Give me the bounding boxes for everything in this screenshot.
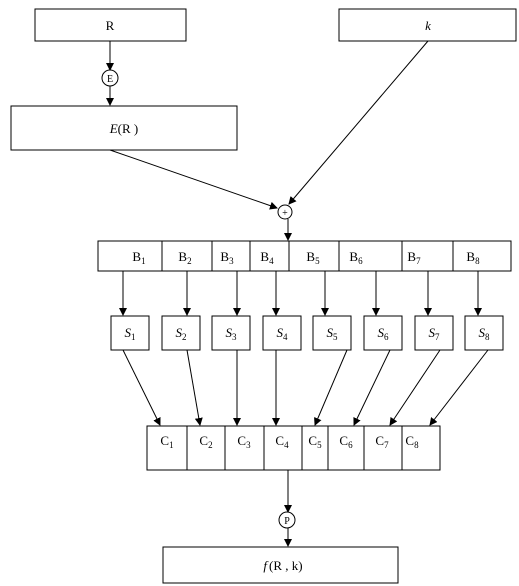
sbox-label: S7 xyxy=(429,325,441,342)
sbox xyxy=(363,315,403,351)
input-r-label: R xyxy=(106,18,115,33)
c-block-labels: C1 C2 C3 C4 C5 C6 C7 C8 xyxy=(160,433,419,450)
permutation-symbol: P xyxy=(284,516,290,527)
c-block-label: C3 xyxy=(237,433,251,450)
c-blocks-row xyxy=(146,425,441,471)
input-r-box xyxy=(34,8,187,42)
b-to-s-arrows xyxy=(119,271,482,316)
sbox xyxy=(161,315,201,351)
c-block-label: C5 xyxy=(308,433,322,450)
sbox xyxy=(414,315,454,351)
sbox-label: S2 xyxy=(176,325,187,342)
expanded-r-label: E(R ) xyxy=(109,121,139,136)
input-k-label: k xyxy=(425,18,431,33)
b-blocks-row xyxy=(97,240,512,272)
arrow-k-to-xor xyxy=(288,40,429,205)
sbox xyxy=(262,315,302,351)
b-block-label: B2 xyxy=(178,249,191,266)
sbox xyxy=(312,315,352,351)
arrow-er-to-xor xyxy=(109,149,278,210)
input-k-box xyxy=(338,8,517,42)
c-block-dividers xyxy=(186,426,403,470)
s-boxes: S1 S2 S3 S4 S5 S6 S7 S8 xyxy=(110,315,504,351)
arrow-s-to-c xyxy=(186,349,203,426)
permutation-circle xyxy=(278,511,296,529)
sbox xyxy=(211,315,251,351)
output-label: f(R , k) xyxy=(263,558,302,573)
b-block-dividers xyxy=(161,241,454,271)
b-block-labels: B1 B2 B3 B4 B5 B6 B7 B8 xyxy=(132,249,480,266)
sbox-label: S6 xyxy=(378,325,390,342)
expanded-r-box xyxy=(10,105,238,151)
sbox-label: S1 xyxy=(125,325,136,342)
sbox-label: S8 xyxy=(479,325,491,342)
c-block-label: C2 xyxy=(199,433,212,450)
b-block-label: B4 xyxy=(260,249,274,266)
arrow-s-to-c xyxy=(429,349,489,426)
arrow-s-to-c xyxy=(353,349,391,426)
b-block-label: B6 xyxy=(349,249,363,266)
c-block-label: C4 xyxy=(275,433,289,450)
c-block-label: C8 xyxy=(405,433,419,450)
sbox xyxy=(464,315,504,351)
c-block-label: C7 xyxy=(375,433,389,450)
b-block-label: B8 xyxy=(466,249,480,266)
sbox-label: S4 xyxy=(277,325,289,342)
sbox-label: S3 xyxy=(226,325,238,342)
arrow-s-to-c xyxy=(389,349,441,426)
sbox xyxy=(110,315,150,351)
c-block-label: C1 xyxy=(160,433,173,450)
b-block-label: B5 xyxy=(306,249,320,266)
c-block-label: C6 xyxy=(339,433,353,450)
b-block-label: B7 xyxy=(407,249,421,266)
sbox-label: S5 xyxy=(327,325,339,342)
arrow-s-to-c xyxy=(122,349,161,426)
output-box xyxy=(162,546,399,584)
b-block-label: B1 xyxy=(132,249,145,266)
b-block-label: B3 xyxy=(220,249,234,266)
arrow-s-to-c xyxy=(314,349,348,426)
expansion-symbol: E xyxy=(107,74,113,85)
s-to-c-arrows xyxy=(122,349,489,426)
xor-circle xyxy=(277,204,293,220)
xor-symbol: + xyxy=(282,208,288,219)
